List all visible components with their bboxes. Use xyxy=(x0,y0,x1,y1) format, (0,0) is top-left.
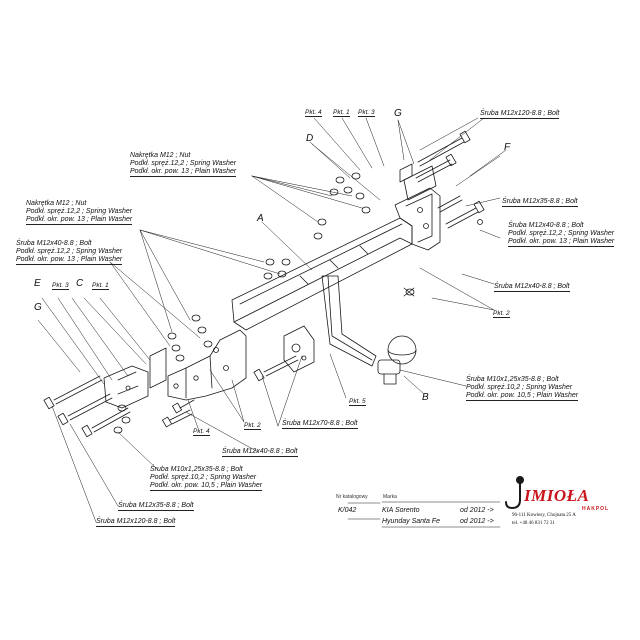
vehicle-years: od 2012 -> xyxy=(460,507,494,514)
callout-bolt-m12x70: Śruba M12x70-8.8 ; Bolt xyxy=(282,420,358,429)
callout-nut-left: Nakrętka M12 ; Nut Podkł. spręż.12,2 ; S… xyxy=(26,200,133,225)
callout-bolt-m12x120-top: Śruba M12x120-8.8 ; Bolt xyxy=(480,110,560,119)
callout-bolt-m12x40-bottom: Śruba M12x40-8.8 ; Bolt xyxy=(222,448,298,457)
callout-bolt-m12x35-bottom: Śruba M12x35-8.8 ; Bolt xyxy=(118,502,194,511)
brand-subtitle: HAKPOL xyxy=(582,506,610,512)
pkt-2-bottom: Pkt. 2 xyxy=(244,422,261,430)
letter-c: C xyxy=(76,278,84,289)
socket-plate xyxy=(283,325,315,373)
letter-g-left: G xyxy=(34,302,42,313)
washers-left xyxy=(113,314,213,434)
letter-a: A xyxy=(257,213,264,224)
pkt-5: Pkt. 5 xyxy=(349,398,366,406)
callout-nut-top: Nakrętka M12 ; Nut Podkł. spręż.12,2 ; S… xyxy=(130,152,237,177)
callout-bolt-m12x40-right: Śruba M12x40-8.8 ; Bolt Podkł. spręż.12,… xyxy=(508,222,615,247)
vehicle-name: Hyunday Santa Fe xyxy=(382,518,440,525)
letter-f: F xyxy=(504,142,511,153)
letter-b: B xyxy=(422,392,429,403)
pkt-2-right: Pkt. 2 xyxy=(493,310,510,318)
vehicle-name: KIA Sorento xyxy=(382,507,420,514)
callout-bolt-m10x125-right: Śruba M10x1,25x35-8.8 ; Bolt Podkł. sprę… xyxy=(466,376,579,401)
brand-hook-icon xyxy=(505,476,524,509)
catalog-label: Nr katalogowy xyxy=(336,494,368,500)
pkt-3-top: Pkt. 3 xyxy=(358,109,375,117)
bolts-bottom-left xyxy=(43,355,299,438)
catalog-number: K/042 xyxy=(338,507,357,514)
callout-bolt-m12x120-bottom: Śruba M12x120-8.8 ; Bolt xyxy=(96,518,176,527)
leader-lines xyxy=(37,117,507,523)
pkt-1-top: Pkt. 1 xyxy=(333,109,350,117)
make-label: Marka xyxy=(383,494,397,500)
right-bracket xyxy=(394,163,441,251)
callout-bolt-m12x40-right2: Śruba M12x40-8.8 ; Bolt xyxy=(494,283,570,292)
pkt-3-left: Pkt. 3 xyxy=(52,282,69,290)
letter-g-top: G xyxy=(394,108,402,119)
letter-e: E xyxy=(34,278,41,289)
tow-ball-neck xyxy=(321,275,377,367)
left-bracket xyxy=(149,329,247,401)
left-end-plate xyxy=(103,365,149,409)
callout-bolt-m12x40-left: Śruba M12x40-8.8 ; Bolt Podkł. spręż.12,… xyxy=(16,240,123,265)
bolts-top-right xyxy=(403,130,485,297)
company-phone: tel. +48 46 831 72 31 xyxy=(512,521,555,526)
footer-rules xyxy=(347,501,501,528)
pkt-4-bottom: Pkt. 4 xyxy=(193,428,210,436)
brand-logo-text: IMIOŁA xyxy=(524,486,590,505)
pkt-1-left: Pkt. 1 xyxy=(92,282,109,290)
company-address: 96-111 Kowiesy, Chojnata 25 A xyxy=(512,513,576,518)
vehicle-years: od 2012 -> xyxy=(460,518,494,525)
letter-d: D xyxy=(306,133,314,144)
tow-ball xyxy=(377,335,417,385)
callout-bolt-m10x125-bottom: Śruba M10x1,25x35-8.8 ; Bolt Podkł. sprę… xyxy=(150,466,263,491)
pkt-4-top: Pkt. 4 xyxy=(305,109,322,117)
callout-bolt-m12x35-right: Śruba M12x35-8.8 ; Bolt xyxy=(502,198,578,207)
